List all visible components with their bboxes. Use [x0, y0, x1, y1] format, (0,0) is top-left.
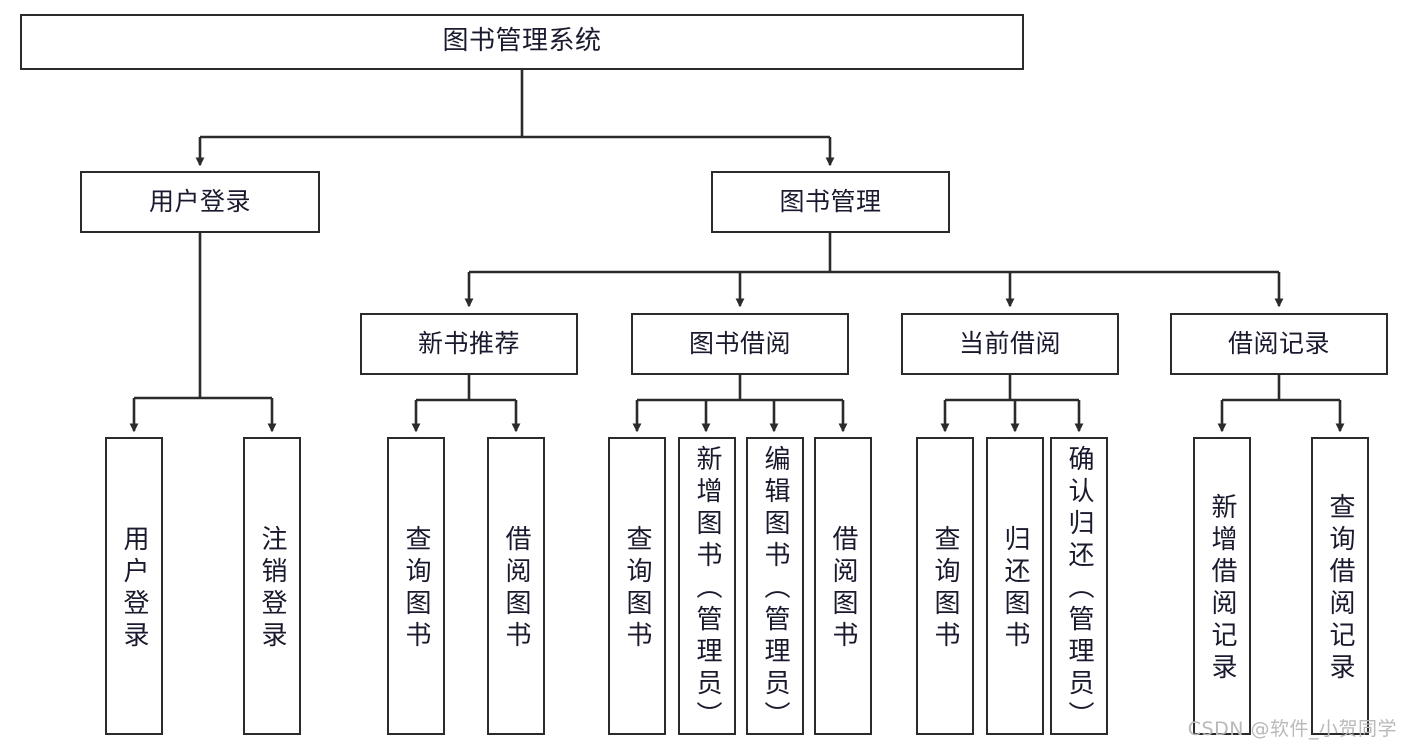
- leaf-book-borrow-edit[interactable]: 编辑图书（管理员）: [746, 437, 804, 735]
- node-label: 查询图书: [622, 525, 652, 653]
- leaf-current-borrow-confirm-return[interactable]: 确认归还（管理员）: [1050, 437, 1108, 735]
- node-borrow-record[interactable]: 借阅记录: [1170, 313, 1388, 375]
- node-label: 归还图书: [1000, 525, 1030, 653]
- node-label: 图书管理系统: [442, 26, 602, 57]
- node-label: 新增借阅记录: [1207, 493, 1237, 685]
- leaf-borrow-record-add[interactable]: 新增借阅记录: [1193, 437, 1251, 735]
- leaf-new-book-borrow[interactable]: 借阅图书: [487, 437, 545, 735]
- node-new-book-recommend[interactable]: 新书推荐: [360, 313, 578, 375]
- node-label: 借阅记录: [1227, 329, 1330, 358]
- node-label: 注销登录: [257, 525, 287, 653]
- leaf-book-borrow-query[interactable]: 查询图书: [608, 437, 666, 735]
- node-label: 图书管理: [779, 187, 882, 216]
- leaf-book-borrow-add[interactable]: 新增图书（管理员）: [678, 437, 736, 735]
- node-label: 查询借阅记录: [1325, 493, 1355, 685]
- node-root-system[interactable]: 图书管理系统: [20, 14, 1024, 70]
- node-label: 确认归还（管理员）: [1064, 445, 1094, 733]
- node-current-borrow[interactable]: 当前借阅: [901, 313, 1119, 375]
- node-label: 当前借阅: [958, 329, 1061, 358]
- node-label: 查询图书: [401, 525, 431, 653]
- watermark-text: CSDN @软件_小贺同学: [1187, 718, 1397, 740]
- node-label: 查询图书: [930, 525, 960, 653]
- node-label: 用户登录: [119, 525, 149, 653]
- node-book-borrow[interactable]: 图书借阅: [631, 313, 849, 375]
- leaf-borrow-record-query[interactable]: 查询借阅记录: [1311, 437, 1369, 735]
- node-label: 新增图书（管理员）: [692, 445, 722, 733]
- leaf-user-login-login[interactable]: 用户登录: [105, 437, 163, 735]
- node-user-login[interactable]: 用户登录: [80, 171, 320, 233]
- leaf-current-borrow-return[interactable]: 归还图书: [986, 437, 1044, 735]
- leaf-user-login-logout[interactable]: 注销登录: [243, 437, 301, 735]
- node-label: 用户登录: [148, 187, 251, 216]
- node-label: 图书借阅: [688, 329, 791, 358]
- node-label: 新书推荐: [417, 329, 520, 358]
- node-label: 借阅图书: [828, 525, 858, 653]
- node-label: 借阅图书: [501, 525, 531, 653]
- leaf-book-borrow-lend[interactable]: 借阅图书: [814, 437, 872, 735]
- leaf-new-book-query[interactable]: 查询图书: [387, 437, 445, 735]
- leaf-current-borrow-query[interactable]: 查询图书: [916, 437, 974, 735]
- node-label: 编辑图书（管理员）: [760, 445, 790, 733]
- node-book-management[interactable]: 图书管理: [711, 171, 950, 233]
